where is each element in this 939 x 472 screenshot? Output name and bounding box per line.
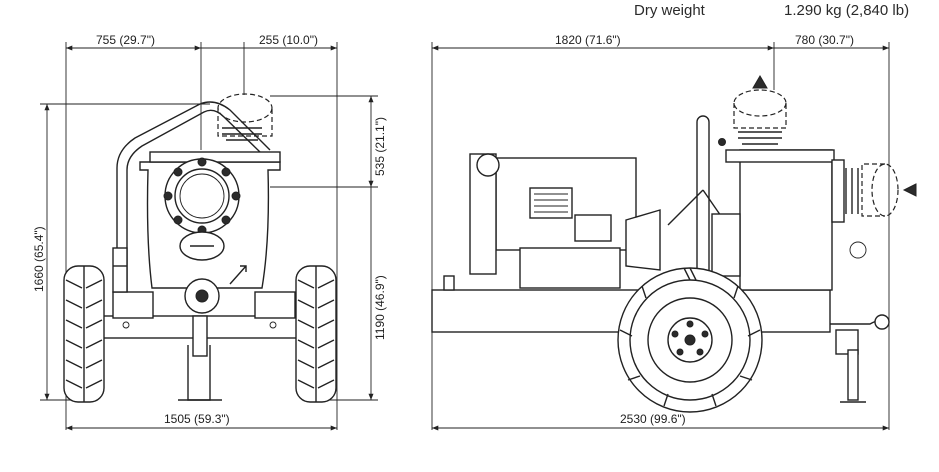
side-view-dimensions: 1820 (71.6") 780 (30.7") 2530 (99.6")	[431, 33, 890, 431]
front-left-wheel	[63, 265, 105, 403]
dim-label-side-top-right: 780 (30.7")	[795, 33, 854, 47]
dim-label-front-upper-height: 535 (21.1")	[373, 117, 387, 176]
front-right-wheel	[295, 265, 337, 403]
dry-weight-value: 1.290 kg (2,840 lb)	[784, 2, 910, 19]
front-view-pump	[63, 93, 337, 403]
side-wheel	[617, 267, 763, 413]
side-pump-body	[739, 149, 833, 291]
dim-label-front-total-height: 1660 (65.4")	[32, 226, 46, 292]
dry-weight-label: Dry weight	[634, 2, 705, 19]
dim-label-side-total-length: 2530 (99.6")	[620, 412, 686, 426]
dim-label-front-track-width: 1505 (59.3")	[164, 412, 230, 426]
dim-label-side-top-left: 1820 (71.6")	[555, 33, 621, 47]
dim-label-front-lower-height: 1190 (46.9")	[373, 275, 387, 340]
side-view-pump	[431, 75, 917, 413]
front-lifting-frame	[116, 101, 271, 292]
dim-label-front-top-offset: 255 (10.0")	[259, 33, 318, 47]
dim-label-front-left-width: 755 (29.7")	[96, 33, 155, 47]
